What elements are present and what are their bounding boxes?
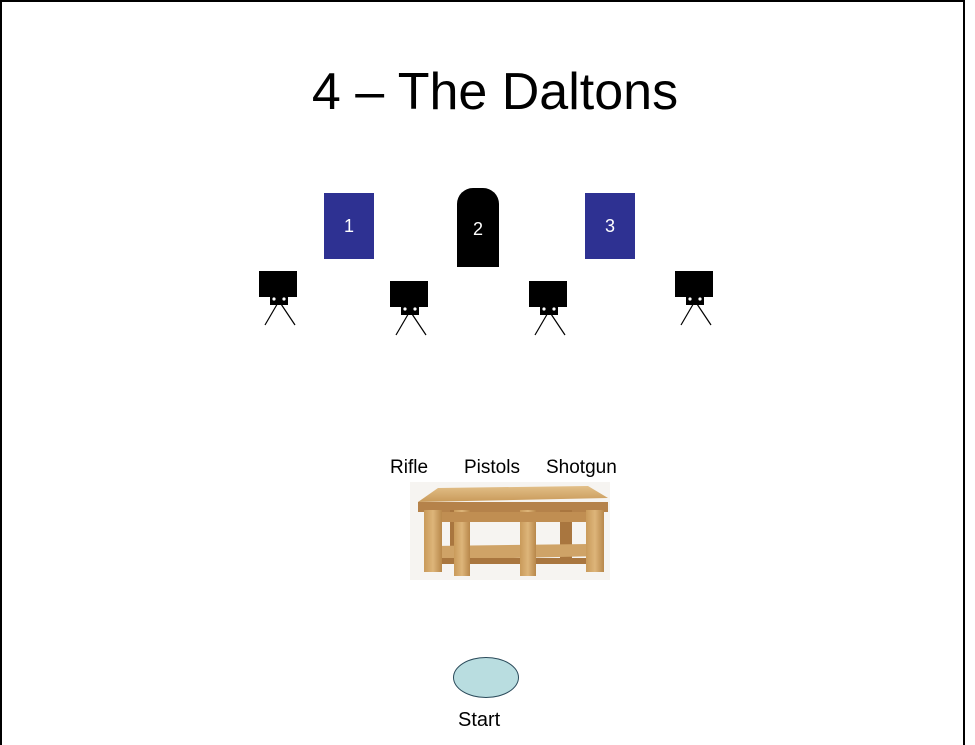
target-3: 3	[585, 193, 635, 259]
table-icon	[410, 482, 610, 580]
steel-stand-1	[257, 269, 303, 329]
start-position-marker	[453, 657, 519, 698]
label-pistols: Pistols	[464, 457, 520, 479]
start-label: Start	[458, 709, 500, 732]
steel-stand-4	[673, 269, 719, 329]
target-2-label: 2	[473, 219, 483, 240]
target-1: 1	[324, 193, 374, 259]
target-3-label: 3	[605, 216, 615, 237]
page-title: 4 – The Daltons	[0, 66, 975, 118]
label-shotgun: Shotgun	[546, 457, 617, 479]
target-2-popper: 2	[457, 188, 499, 267]
label-rifle: Rifle	[390, 457, 428, 479]
target-1-label: 1	[344, 216, 354, 237]
steel-stand-2	[388, 279, 434, 339]
steel-stand-3	[527, 279, 573, 339]
